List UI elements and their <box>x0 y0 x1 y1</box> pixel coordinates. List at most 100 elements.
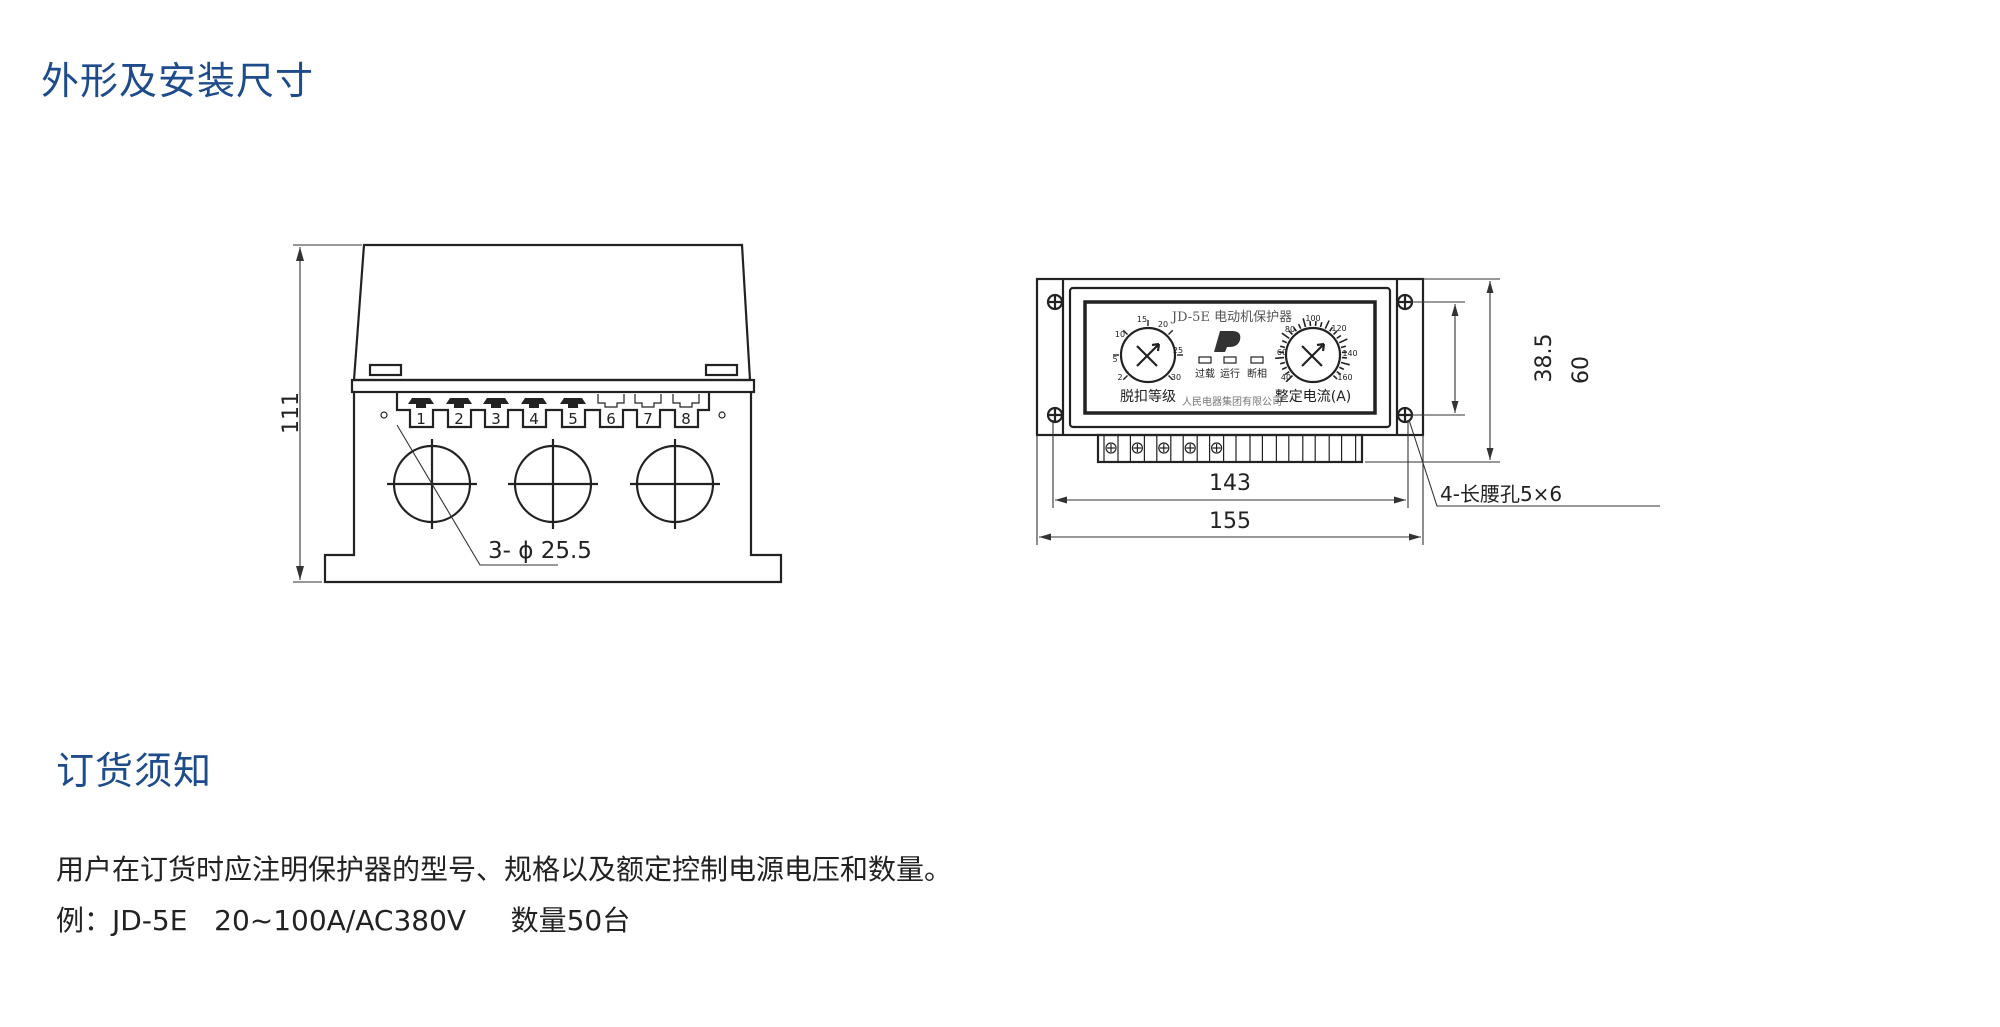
dial-tick <box>1338 338 1348 344</box>
terminal-outline <box>395 392 711 429</box>
terminal-number: 3 <box>491 410 501 428</box>
dial-scale-label: 100 <box>1305 314 1320 323</box>
strip-screw-icon <box>1105 442 1117 454</box>
dial-tick <box>1281 332 1290 340</box>
dim-60-line <box>1365 278 1500 463</box>
company-name: 人民电器集团有限公司 <box>1182 395 1282 408</box>
center-mark <box>630 439 720 529</box>
indicator-led <box>1198 356 1212 364</box>
terminal-screw-icon <box>521 398 547 408</box>
screw-cross <box>1047 407 1063 423</box>
dial-tick <box>1336 370 1342 376</box>
dial-tick <box>1292 326 1298 332</box>
dial-tick <box>1340 361 1350 366</box>
terminal-strip-slots <box>1103 435 1357 462</box>
dial-scale-label: 2 <box>1117 373 1122 382</box>
strip-screw-icon <box>1184 442 1196 454</box>
strip-screw-cross <box>1133 444 1142 452</box>
terminal-screw-icon <box>446 398 472 408</box>
dial-scale-label: 60 <box>1277 348 1287 357</box>
dim-38-5-label: 38.5 <box>1532 334 1557 383</box>
dial-tick <box>1288 330 1294 336</box>
cover-slot <box>704 363 739 377</box>
current-label: 整定电流(A) <box>1275 389 1352 405</box>
dial-knob <box>1284 326 1342 384</box>
hole-note: 4-长腰孔5×6 <box>1440 482 1562 506</box>
cover <box>352 243 752 382</box>
dial-scale-label: 25 <box>1173 346 1183 355</box>
hole-leader <box>396 424 558 566</box>
dial-tick <box>1168 329 1174 335</box>
horizontal-dimension-lines <box>1036 420 1424 545</box>
dial-tick <box>1122 375 1128 381</box>
trip-class-dial[interactable]: 25 10 15 20 25 30 <box>1112 315 1183 384</box>
dial-scale-label: 30 <box>1171 373 1181 382</box>
dial-tick <box>1122 329 1128 335</box>
dial-tick <box>1279 345 1286 349</box>
strip-slot <box>1288 435 1304 462</box>
section-title-ordering: 订货须知 <box>56 749 213 793</box>
dial-pointer-icon <box>1136 342 1161 367</box>
indicator-leds: 过载运行断相 <box>1195 356 1267 380</box>
dial-tick <box>1332 374 1338 380</box>
dial-scale-label: 120 <box>1331 324 1346 333</box>
dial-tick <box>1332 330 1338 336</box>
dial-tick <box>1302 318 1307 328</box>
indicator-led <box>1250 356 1264 364</box>
logo <box>1214 331 1241 352</box>
strip-screw-icon <box>1158 442 1170 454</box>
dial-scale-label: 160 <box>1337 373 1352 382</box>
dim-38-5-line <box>1410 301 1465 416</box>
hole-label: 3- ϕ 25.5 <box>488 538 592 564</box>
terminal-number: 4 <box>529 410 539 428</box>
dial-scale-label: 40 <box>1281 373 1291 382</box>
strip-screw-cross <box>1159 444 1168 452</box>
hole-note-leader <box>1408 419 1660 507</box>
dial-tick <box>1328 326 1334 332</box>
dial-tick <box>1285 374 1294 383</box>
strip-screw-icon <box>1210 442 1223 454</box>
indicator-label: 断相 <box>1247 367 1267 380</box>
dial-scale-label: 5 <box>1112 355 1117 364</box>
terminal-strip <box>1096 433 1364 464</box>
dial-scale-label: 140 <box>1342 349 1357 358</box>
dial-tick <box>1275 356 1285 360</box>
flange <box>350 378 756 394</box>
strip-slot <box>1182 435 1198 462</box>
through-holes <box>387 439 720 529</box>
strip-slot <box>1341 435 1357 462</box>
model-title: JD-5E 电动机保护器 <box>1170 310 1292 325</box>
dial-knob <box>1119 326 1177 384</box>
cover-slot <box>368 363 403 377</box>
strip-slot <box>1103 435 1119 462</box>
dial-tick <box>1324 320 1330 330</box>
terminal-screw-icon <box>483 398 509 408</box>
strip-slot <box>1235 435 1251 462</box>
dial-tick <box>1281 366 1288 371</box>
center-mark <box>508 439 598 529</box>
dial-pointer-icon <box>1301 342 1326 367</box>
terminal-number: 7 <box>643 410 653 428</box>
dial-scale-label: 10 <box>1115 330 1125 339</box>
ordering-note: 用户在订货时应注明保护器的型号、规格以及额定控制电源电压和数量。 <box>56 853 953 886</box>
terminal-number: 1 <box>416 410 426 428</box>
height-dimension-line <box>293 244 362 583</box>
height-label: 111 <box>279 392 304 434</box>
panel-face <box>1083 300 1377 415</box>
indicator-label: 过载 <box>1195 367 1215 380</box>
strip-screw-cross <box>1186 444 1195 452</box>
ordering-example: 例：JD-5E 20~100A/AC380V 数量50台 <box>56 904 631 937</box>
section-title-dimensions: 外形及安装尺寸 <box>41 59 315 103</box>
dial-scale-label: 20 <box>1158 320 1168 329</box>
terminal-number: 2 <box>454 410 464 428</box>
terminal-number: 8 <box>681 410 691 428</box>
dial-tick <box>1168 375 1174 381</box>
strip-slot <box>1314 435 1330 462</box>
strip-slot <box>1261 435 1277 462</box>
dial-scale-label: 15 <box>1137 315 1147 324</box>
dial-tick <box>1297 323 1302 330</box>
